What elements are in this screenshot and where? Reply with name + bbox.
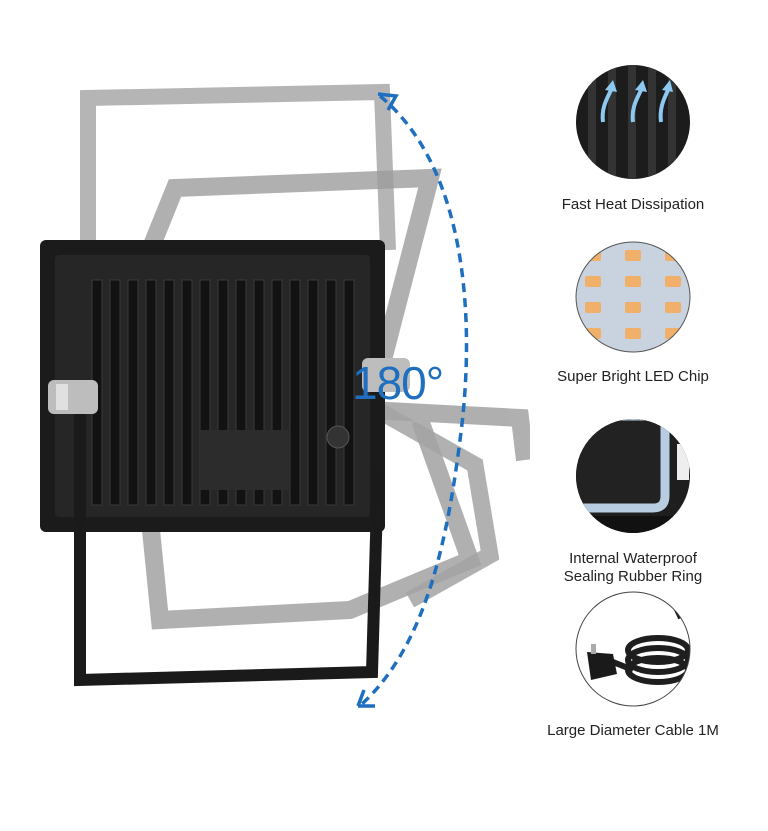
feature-cable: Large Diameter Cable 1M [530, 590, 736, 740]
adjust-knob-right [362, 358, 410, 392]
feature-rubber-ring: Internal Waterproof Sealing Rubber Ring [530, 416, 736, 586]
feature-led-chip: Super Bright LED Chip [530, 240, 736, 386]
feature-label-line1: Internal Waterproof [569, 550, 697, 567]
feature-label: Super Bright LED Chip [557, 368, 709, 385]
heat-dissipation-icon [576, 65, 690, 179]
bracket-front [74, 390, 384, 687]
feature-label-line2: Sealing Rubber Ring [563, 568, 703, 585]
feature-label: Internal Waterproof Sealing Rubber Ring [530, 550, 736, 586]
bracket-upright [80, 83, 396, 251]
feature-heat-dissipation: Fast Heat Dissipation [530, 62, 736, 214]
feature-label: Fast Heat Dissipation [561, 196, 705, 213]
arrow-head-top [377, 92, 399, 111]
rubber-ring-icon [576, 419, 690, 533]
feature-label: Large Diameter Cable 1M [547, 722, 719, 739]
rotation-arrow [360, 94, 469, 706]
floodlight-body [40, 240, 385, 532]
rotation-angle-label: 180° [352, 357, 444, 409]
cable-icon [575, 591, 691, 707]
led-chip-icon [575, 241, 691, 353]
floodlight-illustration [40, 83, 530, 708]
adjust-knob-left [48, 380, 98, 414]
arrow-head-bottom [356, 689, 375, 708]
